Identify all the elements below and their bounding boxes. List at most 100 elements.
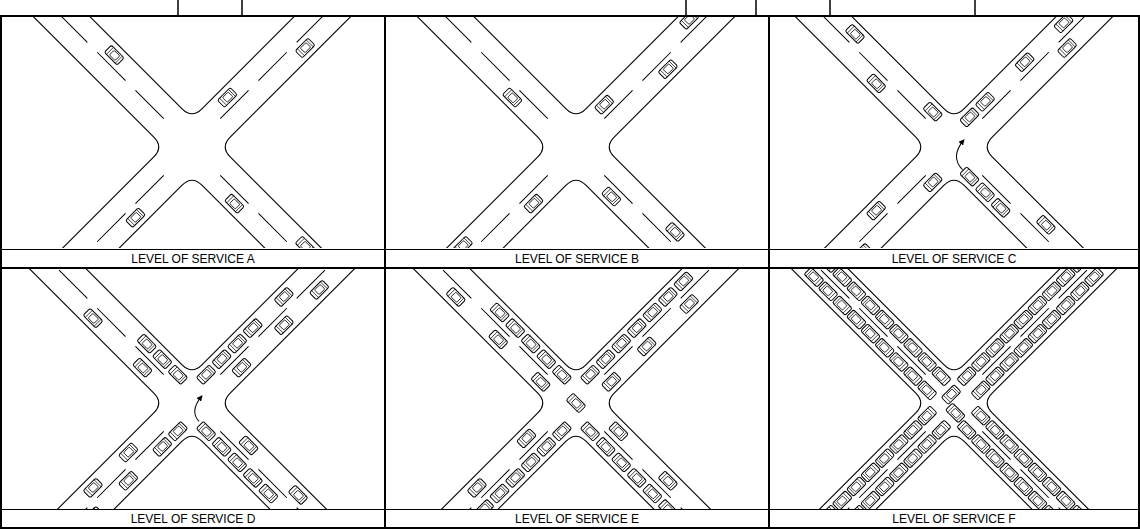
drawing-part [274, 315, 294, 335]
drawing-part [212, 437, 232, 457]
drawing-part [1036, 215, 1056, 235]
drawing-part [309, 280, 329, 300]
drawing-part [83, 308, 103, 328]
drawing-part [658, 59, 678, 79]
drawing-part [2, 17, 382, 248]
drawing-part [227, 452, 247, 472]
panel-d-drawing [2, 269, 382, 509]
drawing-part [531, 372, 551, 392]
drawing-part [866, 73, 886, 93]
drawing-part [521, 452, 541, 472]
drawing-part [152, 437, 172, 457]
drawing-part [804, 269, 937, 400]
drawing-part [580, 421, 600, 441]
panel-a-drawing [2, 17, 382, 248]
drawing-part [957, 269, 1090, 386]
drawing-part [679, 17, 699, 30]
drawing-part [845, 24, 865, 44]
drawing-part [488, 329, 508, 349]
drawing-part [168, 421, 188, 441]
service-level-panel: LEVEL OF SERVICE F [768, 267, 1140, 529]
drawing-part [642, 484, 662, 504]
drawing-part [137, 334, 157, 354]
drawing-part [566, 393, 586, 413]
panel-f-drawing [770, 269, 1138, 509]
drawing-part [960, 167, 980, 187]
panel-caption: LEVEL OF SERVICE A [131, 252, 254, 266]
drawing-part [133, 358, 153, 378]
drawing-part [295, 38, 315, 58]
drawing-part [946, 403, 966, 423]
drawing-part [674, 271, 694, 291]
drawing-part [295, 236, 315, 248]
drawing-part [168, 365, 188, 385]
drawing-part [386, 269, 766, 509]
drawing-part [1057, 38, 1077, 58]
drawing-part [665, 222, 685, 242]
table-lines [178, 0, 975, 15]
drawing-part [627, 468, 647, 488]
drawing-part [974, 0, 976, 15]
drawing-part [1054, 17, 1074, 33]
drawing-part [975, 92, 995, 112]
drawing-part [611, 452, 631, 472]
drawing-part [196, 421, 216, 441]
panel-caption: LEVEL OF SERVICE F [892, 512, 1015, 526]
drawing-part [637, 337, 657, 357]
drawing-part [83, 478, 103, 498]
drawing-part [679, 294, 699, 314]
drawing-part [241, 0, 243, 15]
drawing-part [866, 201, 886, 221]
drawing-part [923, 102, 943, 122]
drawing-part [601, 372, 621, 392]
drawing-part [524, 194, 544, 214]
drawing-part [658, 471, 678, 491]
drawing-part [505, 468, 525, 488]
drawing-part [818, 269, 951, 386]
drawing-part [770, 17, 1138, 248]
drawing-part [212, 349, 232, 369]
caption-band: LEVEL OF SERVICE E [386, 509, 768, 527]
drawing-part [239, 436, 259, 456]
drawing-part [177, 0, 179, 15]
drawing-part [490, 484, 510, 504]
drawing-part [243, 468, 263, 488]
drawing-part [517, 428, 537, 448]
drawing-part [536, 349, 556, 369]
drawing-part [386, 17, 766, 248]
drawing-part [188, 396, 213, 421]
drawing-part [960, 107, 980, 127]
drawing-part [611, 334, 631, 354]
drawing-part [243, 318, 263, 338]
panel-b-drawing [386, 17, 766, 248]
drawing-part [104, 45, 124, 65]
panel-caption: LEVEL OF SERVICE D [131, 512, 256, 526]
drawing-part [288, 485, 308, 505]
service-level-panel: LEVEL OF SERVICE C [768, 15, 1140, 269]
drawing-part [118, 471, 138, 491]
drawing-part [126, 208, 146, 228]
drawing-part [2, 269, 382, 509]
drawing-part [386, 269, 766, 509]
drawing-part [2, 269, 382, 509]
drawing-part [829, 0, 831, 15]
drawing-part [274, 287, 294, 307]
drawing-part [552, 421, 572, 441]
caption-band: LEVEL OF SERVICE D [2, 509, 384, 527]
drawing-part [948, 140, 978, 170]
drawing-part [685, 0, 687, 15]
panel-caption: LEVEL OF SERVICE C [892, 252, 1017, 266]
service-level-panel: LEVEL OF SERVICE D [0, 267, 386, 529]
drawing-part [804, 406, 951, 509]
panel-caption: LEVEL OF SERVICE E [515, 512, 639, 526]
service-level-panel: LEVEL OF SERVICE E [384, 267, 770, 529]
drawing-part [217, 88, 237, 108]
drawing-part [505, 318, 525, 338]
drawing-part [258, 484, 278, 504]
drawing-part [467, 478, 487, 498]
drawing-part [1015, 52, 1035, 72]
drawing-part [975, 182, 995, 202]
drawing-part [957, 420, 1090, 509]
panel-e-drawing [386, 269, 766, 509]
drawing-part [502, 88, 522, 108]
